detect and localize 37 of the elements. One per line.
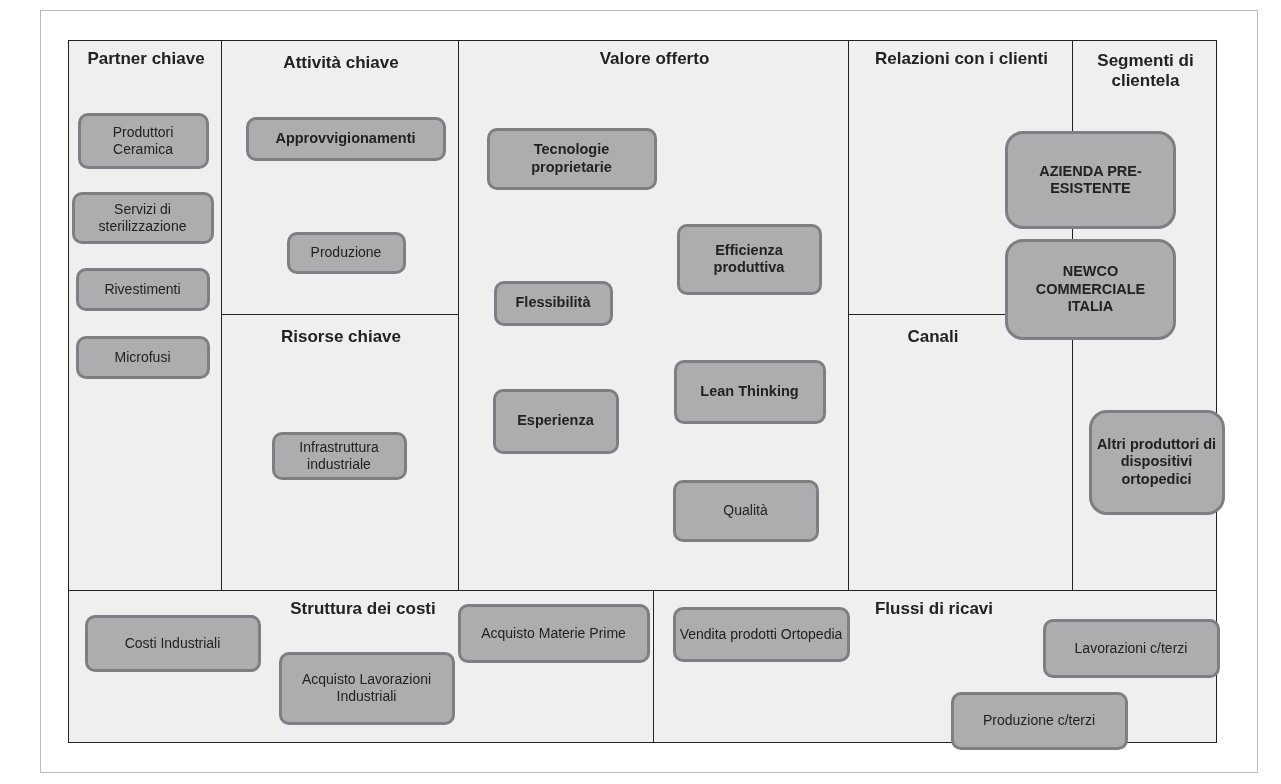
element-box: Produzione	[286, 231, 406, 274]
element-box: Rivestimenti	[75, 267, 210, 311]
section-heading: Canali	[906, 327, 960, 348]
element-box: Produzione c/terzi	[950, 691, 1128, 750]
section-heading: Segmenti di clientela	[1096, 51, 1195, 92]
section-heading: Relazioni con i clienti	[874, 49, 1049, 70]
element-box: Esperienza	[492, 388, 619, 454]
section-heading: Struttura dei costi	[289, 599, 437, 620]
section-heading: Risorse chiave	[280, 327, 402, 348]
element-box: Acquisto Lavorazioni Industriali	[278, 651, 455, 725]
element-box: Vendita prodotti Ortopedia	[672, 606, 850, 662]
canvas-section	[68, 590, 654, 743]
element-box: Lean Thinking	[673, 359, 826, 424]
element-box: Microfusi	[75, 335, 210, 379]
element-box: Costi Industriali	[84, 614, 261, 672]
element-box: Produttori Ceramica	[77, 112, 209, 169]
section-heading: Valore offerto	[598, 49, 711, 70]
canvas-section	[68, 40, 222, 591]
element-box: Servizi di sterilizzazione	[71, 191, 214, 244]
element-box: Lavorazioni c/terzi	[1042, 618, 1220, 678]
element-box: Flessibilità	[493, 280, 613, 326]
section-heading: Attività chiave	[282, 53, 400, 74]
canvas-section	[221, 314, 459, 591]
section-heading: Partner chiave	[86, 49, 206, 70]
canvas-section	[458, 40, 849, 591]
element-box: Infrastruttura industriale	[271, 431, 407, 480]
element-box: NEWCO COMMERCIALE ITALIA	[1005, 239, 1176, 340]
element-box: Altri produttori di dispositivi ortopedici	[1088, 409, 1225, 515]
element-box: AZIENDA PRE-ESISTENTE	[1005, 131, 1176, 229]
canvas-section	[221, 40, 459, 315]
element-box: Acquisto Materie Prime	[457, 603, 650, 663]
element-box: Efficienza produttiva	[676, 223, 822, 295]
section-heading: Flussi di ricavi	[873, 599, 995, 620]
element-box: Approvvigionamenti	[245, 116, 446, 161]
canvas-section	[848, 314, 1073, 591]
element-box: Qualità	[672, 479, 819, 542]
element-box: Tecnologie proprietarie	[486, 127, 657, 190]
